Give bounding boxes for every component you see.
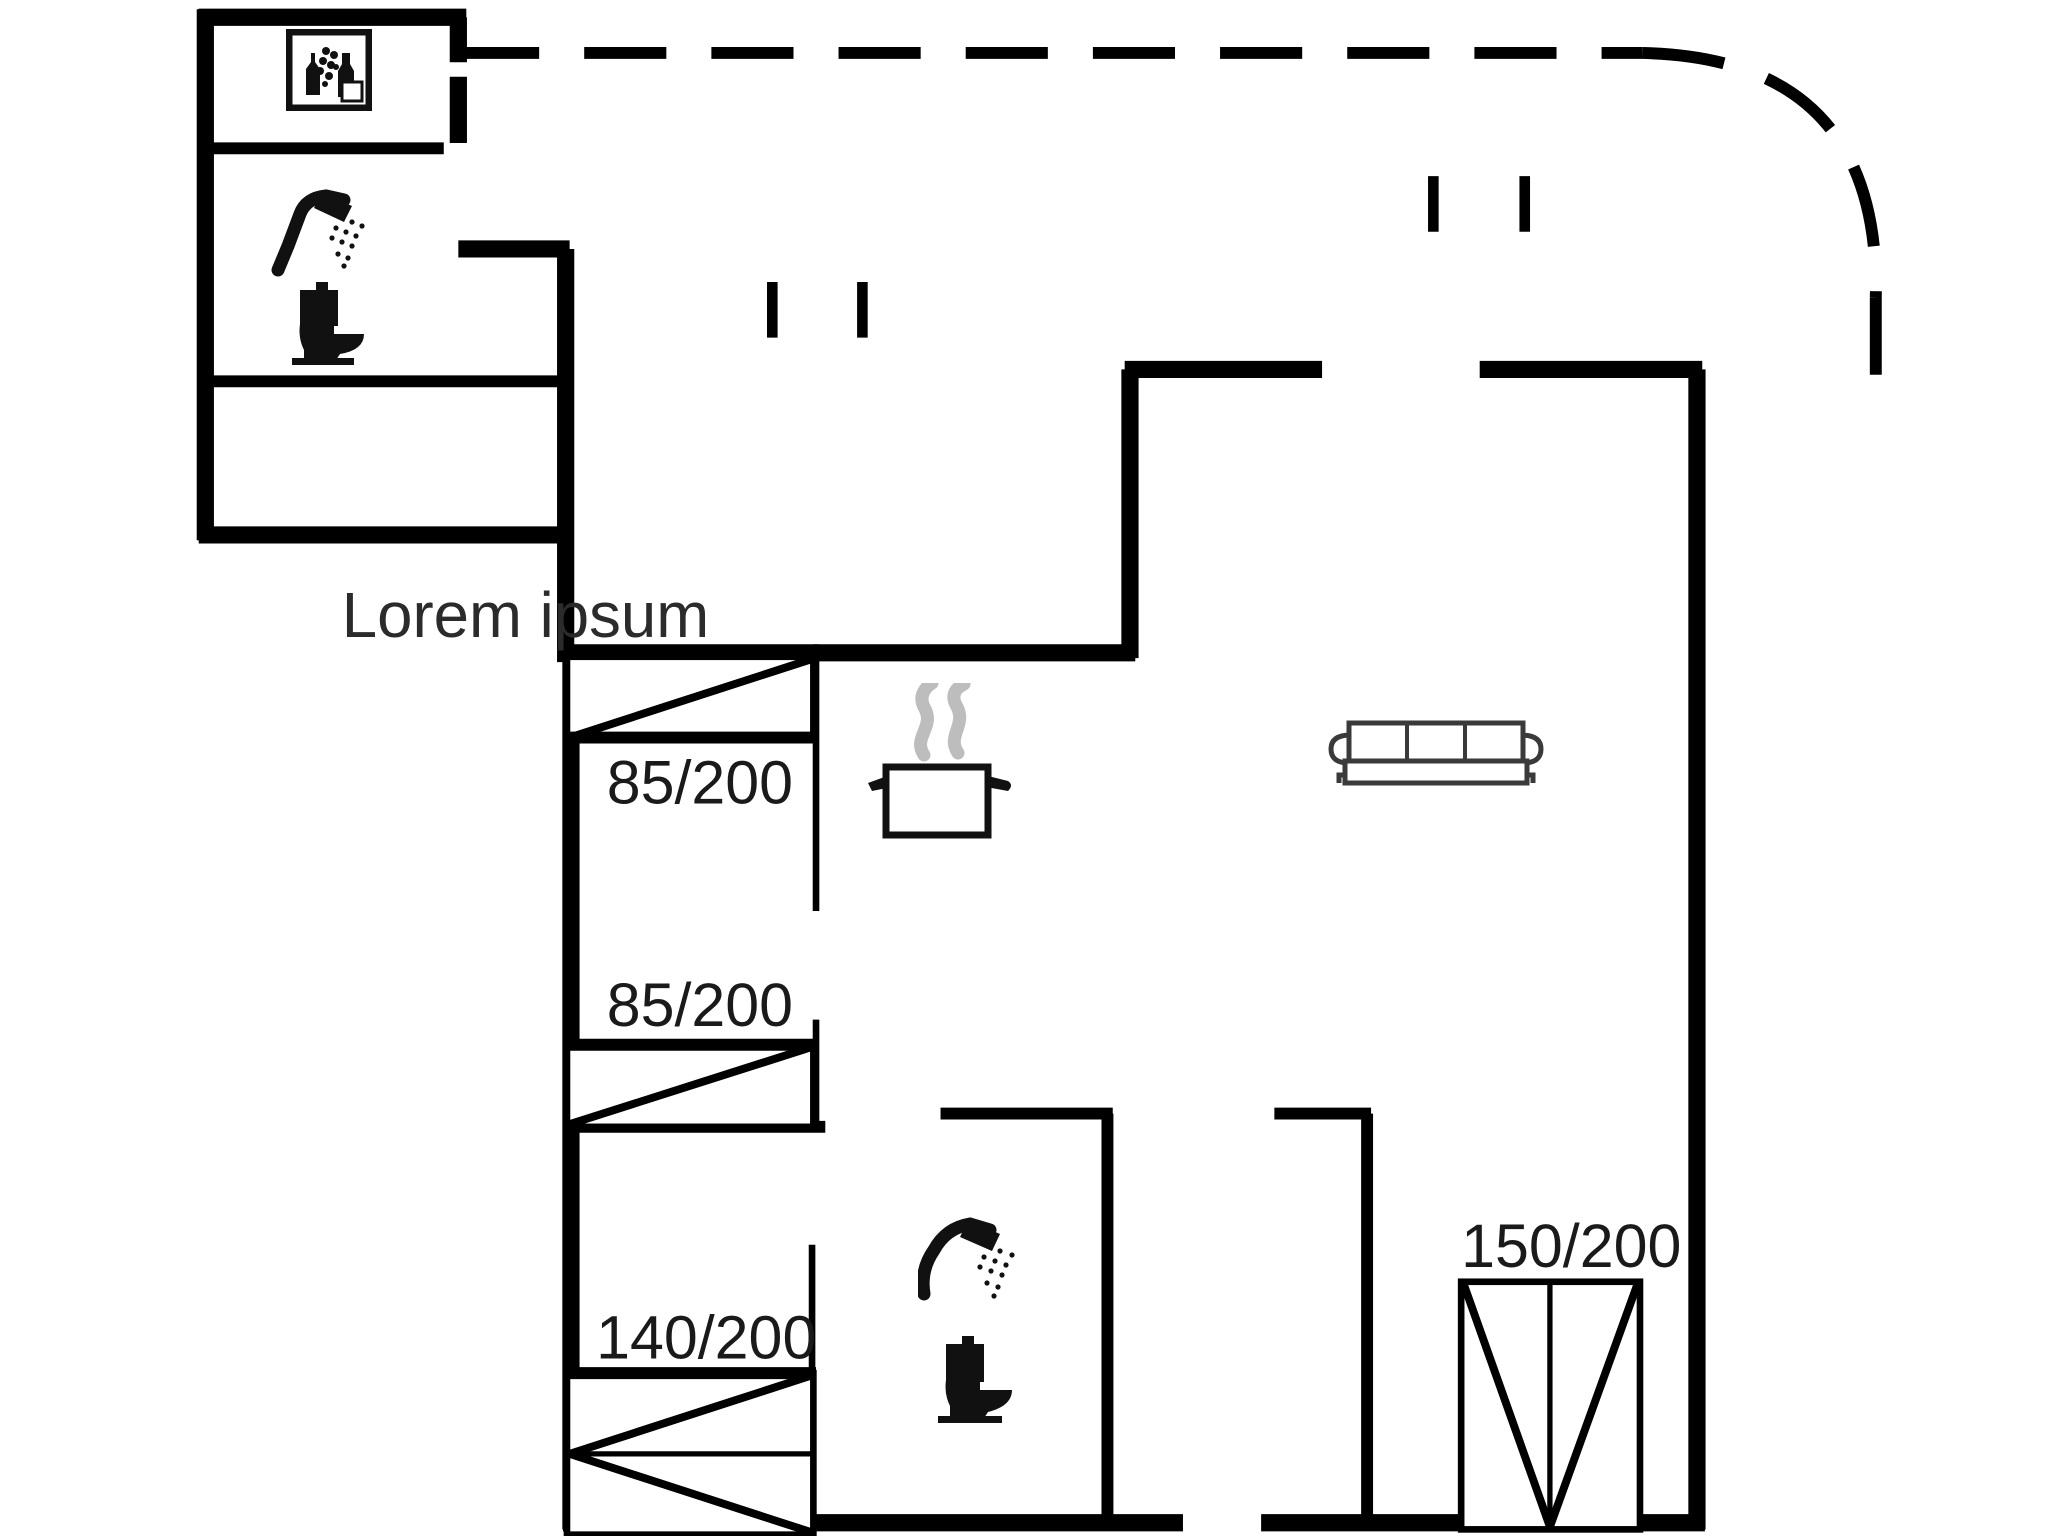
- room-label-lorem-ipsum: Lorem ipsum: [342, 580, 709, 651]
- bed-label-85-200-second: 85/200: [607, 971, 793, 1039]
- terrace-outline: [457, 47, 1882, 375]
- annex-block: [196, 8, 575, 663]
- bed-bunk-top: 85/200: [563, 653, 817, 817]
- bed-bunk-second: 85/200: [563, 971, 817, 1131]
- bed-label-85-200-top: 85/200: [607, 749, 793, 817]
- window-marks: [767, 176, 1531, 338]
- bed-label-140-200: 140/200: [596, 1304, 816, 1372]
- bed-double-left: 140/200: [563, 1304, 817, 1536]
- bed-double-right: 150/200: [1457, 1212, 1681, 1533]
- bed-label-150-200: 150/200: [1461, 1212, 1681, 1280]
